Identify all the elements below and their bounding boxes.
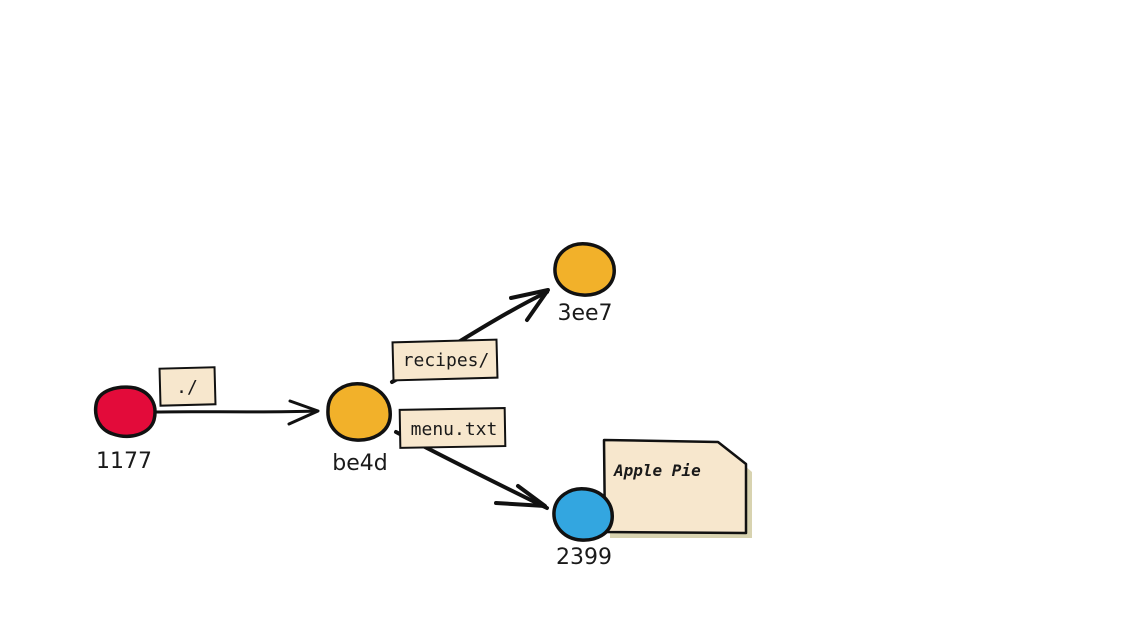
edge-label-root: ./ bbox=[158, 366, 217, 407]
edge-label-root-text: ./ bbox=[176, 377, 198, 398]
edge-label-menu-text: menu.txt bbox=[411, 419, 498, 440]
node-root-id: 1177 bbox=[96, 449, 152, 474]
node-tree: be4d bbox=[326, 382, 392, 476]
edge-root-to-tree bbox=[155, 399, 320, 426]
node-root: 1177 bbox=[93, 385, 157, 474]
node-tree-circle bbox=[326, 382, 392, 442]
edge-label-menu: menu.txt bbox=[398, 407, 507, 449]
node-tree-id: be4d bbox=[332, 451, 387, 476]
node-root-circle bbox=[93, 385, 157, 439]
node-subtree: 3ee7 bbox=[553, 242, 616, 326]
node-blob-circle bbox=[552, 487, 614, 542]
node-blob-id: 2399 bbox=[556, 545, 612, 570]
blob-note-paper bbox=[602, 438, 748, 535]
node-subtree-circle bbox=[553, 242, 616, 297]
node-blob: 2399 bbox=[552, 487, 614, 570]
edge-label-recipes-text: recipes/ bbox=[403, 350, 490, 371]
node-subtree-id: 3ee7 bbox=[557, 301, 612, 326]
edge-label-recipes: recipes/ bbox=[391, 338, 499, 382]
blob-content-note: Apple Pie bbox=[602, 438, 752, 538]
blob-note-text: Apple Pie bbox=[613, 461, 701, 480]
